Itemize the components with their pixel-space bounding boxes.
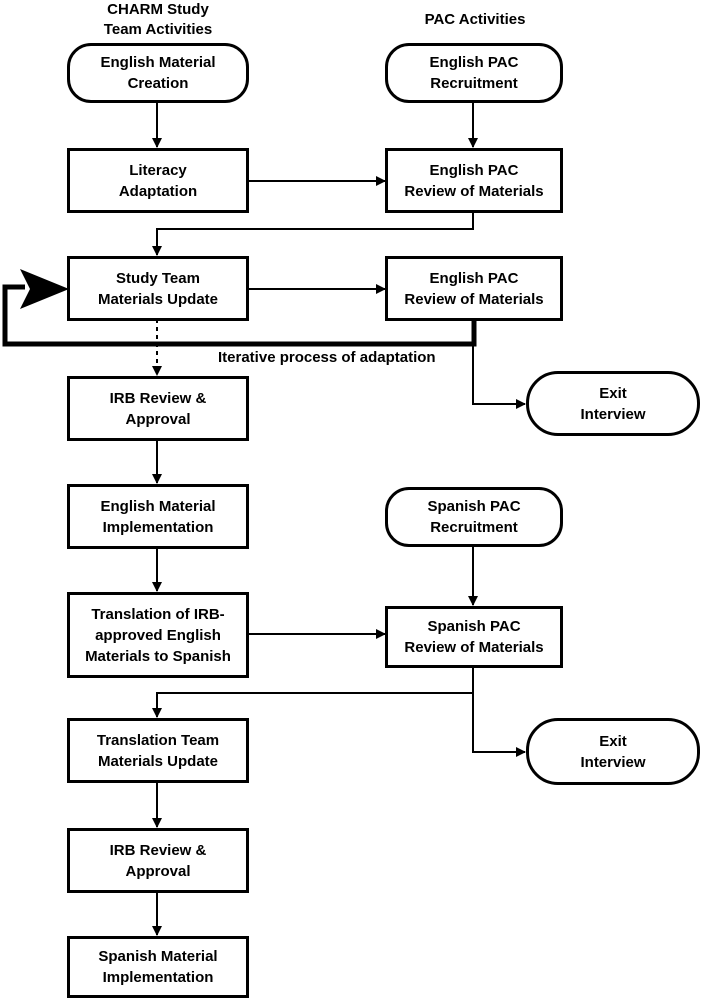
node-translation-of-materials: Translation of IRB- approved English Mat…	[67, 592, 249, 678]
arrow-pac-review-to-exit	[472, 345, 526, 409]
node-spanish-material-implementation-label: Spanish Material Implementation	[98, 948, 218, 986]
node-english-pac-recruitment-label: English PAC Recruitment	[429, 54, 519, 92]
node-spanish-pac-recruitment: Spanish PAC Recruitment	[385, 487, 563, 547]
node-spanish-pac-review-label: Spanish PAC Review of Materials	[404, 618, 544, 656]
node-english-pac-recruitment: English PAC Recruitment	[385, 43, 563, 103]
node-spanish-pac-recruitment-label: Spanish PAC Recruitment	[427, 498, 521, 536]
node-irb-review-2-label: IRB Review & Approval	[109, 841, 207, 880]
node-translation-team-update: Translation Team Materials Update	[67, 718, 249, 783]
iterative-process-label: Iterative process of adaptation	[218, 349, 436, 366]
node-english-pac-review-2-label: English PAC Review of Materials	[404, 269, 544, 308]
node-translation-team-update-label: Translation Team Materials Update	[96, 731, 220, 770]
node-exit-interview-2-label: Exit Interview	[580, 732, 646, 771]
node-irb-review-1-label: IRB Review & Approval	[109, 389, 207, 428]
node-english-pac-review-2: English PAC Review of Materials	[385, 256, 563, 321]
iterative-loop-arrowhead	[20, 269, 69, 309]
node-irb-review-2: IRB Review & Approval	[67, 828, 249, 893]
arrow-spanish-review-to-exit	[472, 693, 526, 757]
node-spanish-pac-review: Spanish PAC Review of Materials	[385, 606, 563, 668]
node-exit-interview-1-label: Exit Interview	[580, 384, 646, 423]
node-english-material-creation: English Material Creation	[67, 43, 249, 103]
header-pac-activities: PAC Activities	[424, 11, 526, 28]
node-english-material-implementation-label: English Material Implementation	[100, 497, 216, 536]
node-english-pac-review-1: English PAC Review of Materials	[385, 148, 563, 213]
node-spanish-material-implementation: Spanish Material Implementation	[67, 936, 249, 998]
node-english-material-creation-label: English Material Creation	[100, 54, 216, 92]
node-exit-interview-1: Exit Interview	[526, 371, 700, 436]
node-study-team-materials-update: Study Team Materials Update	[67, 256, 249, 321]
node-exit-interview-2: Exit Interview	[526, 718, 700, 785]
node-study-team-materials-update-label: Study Team Materials Update	[97, 269, 219, 308]
node-literacy-adaptation: Literacy Adaptation	[67, 148, 249, 213]
iterative-loop	[2, 284, 477, 347]
node-english-pac-review-1-label: English PAC Review of Materials	[404, 161, 544, 200]
arrow-pac-review-to-update	[152, 213, 474, 256]
node-translation-of-materials-label: Translation of IRB- approved English Mat…	[85, 605, 231, 665]
node-irb-review-1: IRB Review & Approval	[67, 376, 249, 441]
header-study-team: CHARM Study Team Activities	[103, 1, 213, 38]
node-literacy-adaptation-label: Literacy Adaptation	[118, 161, 198, 200]
arrow-spanish-review-to-transupdate	[152, 666, 474, 718]
node-english-material-implementation: English Material Implementation	[67, 484, 249, 549]
